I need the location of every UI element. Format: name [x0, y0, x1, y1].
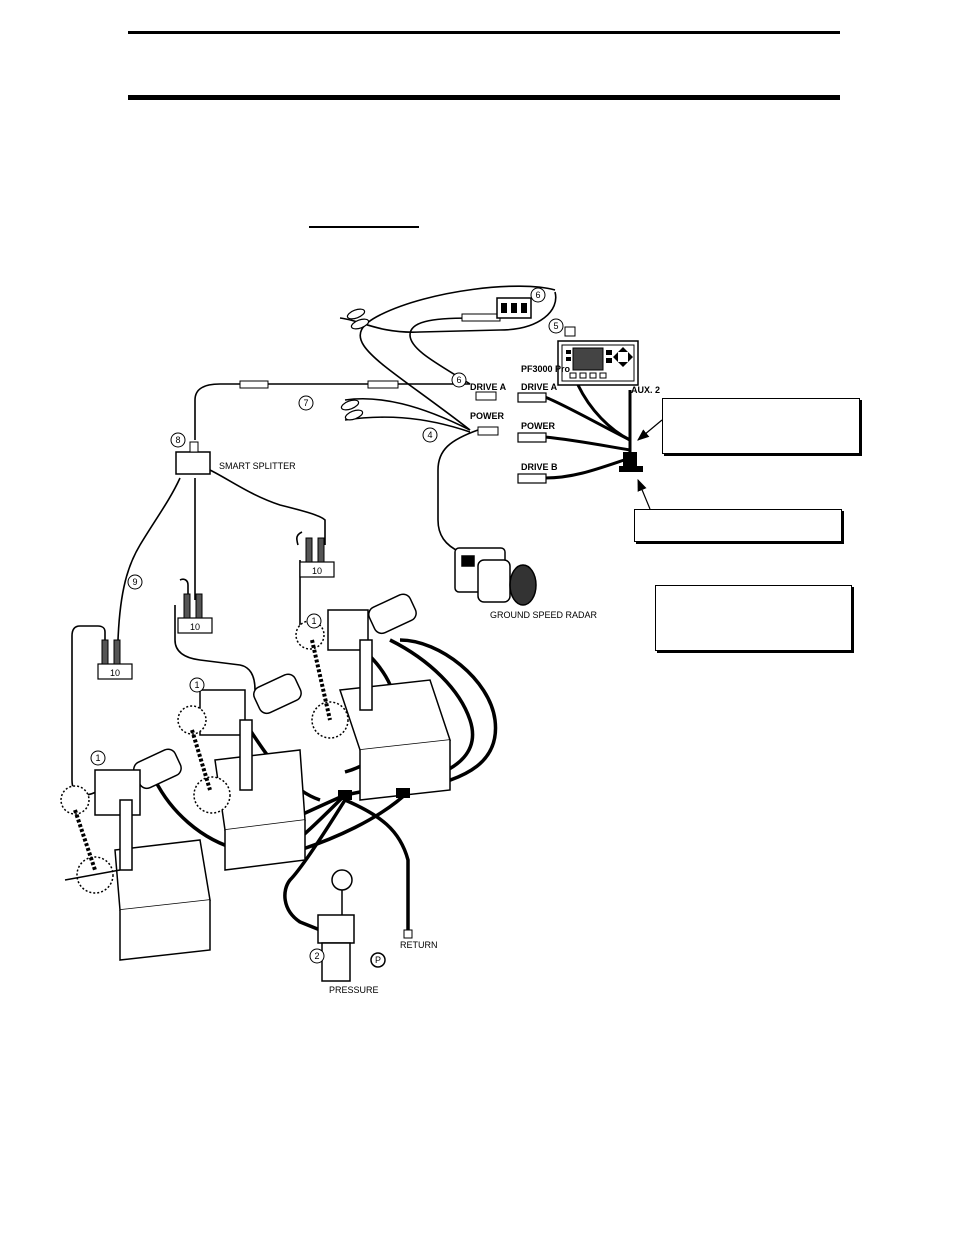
ground-speed-radar: GROUND SPEED RADAR — [454, 547, 598, 620]
return-port — [403, 929, 413, 939]
callout-1-right: 1 — [311, 616, 316, 626]
return-label: RETURN — [400, 940, 438, 950]
callout-10-middle: 10 — [190, 622, 200, 632]
callout-10-right: 10 — [312, 566, 322, 576]
drive-a-label: DRIVE A — [521, 382, 558, 392]
callout-arrow-2 — [637, 478, 651, 510]
smart-splitter: SMART SPLITTER — [175, 441, 296, 475]
console-connectors: DRIVE A POWER DRIVE B — [517, 382, 558, 484]
callout-box-3 — [655, 585, 852, 651]
switch-module — [496, 297, 532, 319]
callout-8: 8 — [175, 435, 180, 445]
battery-clips — [340, 308, 370, 421]
title-underline — [309, 226, 419, 228]
power-label: POWER — [521, 421, 556, 431]
row-unit-left — [60, 748, 211, 961]
console-plug — [619, 452, 643, 472]
smart-splitter-label: SMART SPLITTER — [219, 461, 296, 471]
drive-a-top-label: DRIVE A — [470, 382, 507, 392]
callout-arrow-1 — [637, 419, 663, 441]
row-unit-middle — [177, 673, 306, 871]
pressure-port-label: P — [375, 955, 381, 965]
power-top-label: POWER — [470, 411, 505, 421]
row-unit-right — [295, 593, 452, 801]
callout-1-left: 1 — [95, 753, 100, 763]
callout-number-text: 6 5 6 7 4 8 9 1 1 1 2 10 10 10 — [95, 290, 558, 961]
callout-10-left: 10 — [110, 668, 120, 678]
callout-9: 9 — [132, 577, 137, 587]
pf3000-label: PF3000 Pro — [521, 364, 571, 374]
callout-box-2 — [634, 509, 842, 542]
ground-speed-radar-label: GROUND SPEED RADAR — [490, 610, 598, 620]
callout-5: 5 — [553, 321, 558, 331]
callout-box-1 — [662, 398, 860, 454]
callout-6-mid: 6 — [456, 375, 461, 385]
callout-4: 4 — [427, 430, 432, 440]
pf3000-console: PF3000 Pro AUX. 2 — [521, 340, 660, 395]
hydraulic-fittings — [338, 788, 410, 800]
console-harness — [544, 384, 632, 480]
pressure-label: PRESSURE — [329, 985, 379, 995]
sensor-connector-plugs — [101, 537, 325, 665]
pressure-filter: P — [317, 869, 386, 982]
callout-2: 2 — [314, 951, 319, 961]
header-rule-thick — [128, 95, 840, 100]
callout-numbers — [90, 287, 564, 964]
harness-connectors: DRIVE A POWER — [239, 313, 576, 436]
header-rule-thin — [128, 31, 840, 34]
aux2-label: AUX. 2 — [631, 385, 660, 395]
callout-1-middle: 1 — [194, 680, 199, 690]
callout-6-top: 6 — [535, 290, 540, 300]
sensor-connectors — [97, 561, 335, 680]
drive-b-label: DRIVE B — [521, 462, 558, 472]
callout-7: 7 — [303, 398, 308, 408]
